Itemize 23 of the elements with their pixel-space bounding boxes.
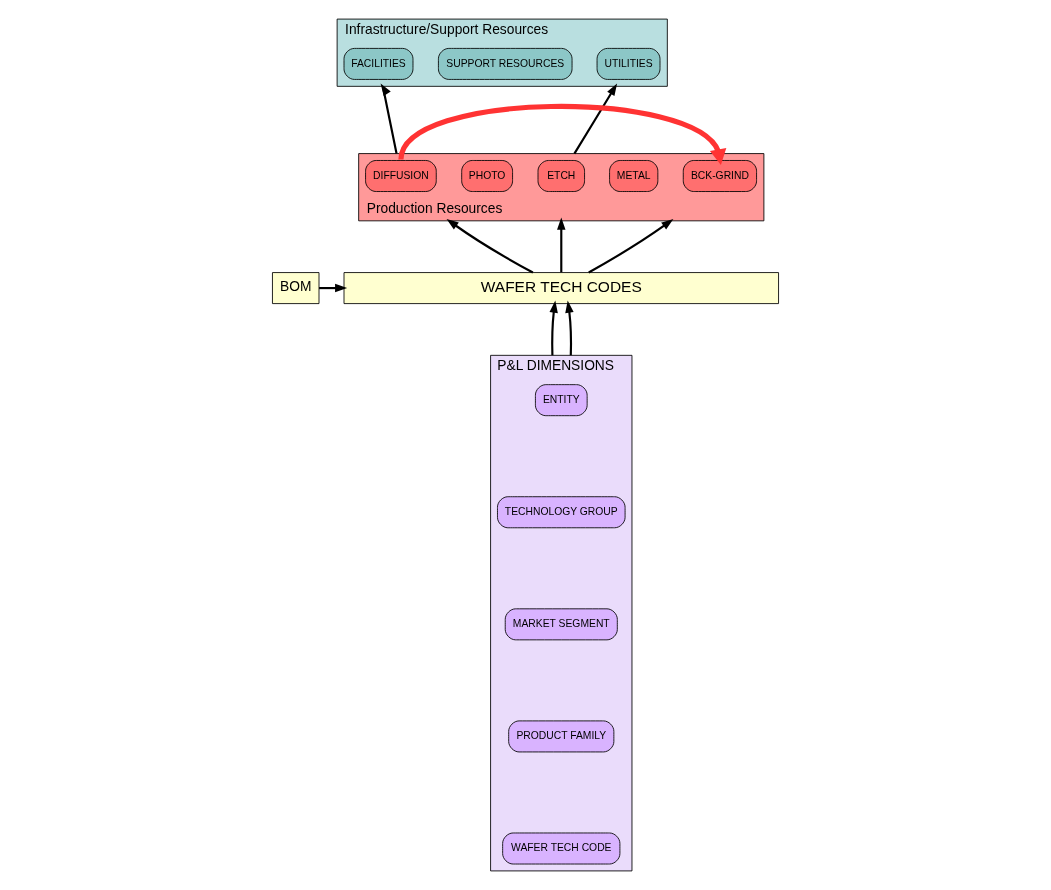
node-box: SUPPORT RESOURCES [438,47,573,80]
node-box: UTILITIES [596,47,661,80]
node-box: METAL [609,160,659,192]
node-box: PRODUCT FAMILY [508,720,615,753]
node-box: WAFER TECH CODES [343,272,779,305]
node-box: ETCH [537,160,585,192]
node-box: TECHNOLOGY GROUP [497,496,626,529]
arrow [446,218,534,274]
node-box: PHOTO [461,160,513,192]
node-box: FACILITIES [343,47,414,80]
arrow [380,83,398,154]
node-box: MARKET SEGMENT [504,608,618,641]
node-box: WAFER TECH CODE [502,832,621,865]
node-box: DIFFUSION [365,160,437,192]
arrow [549,300,558,356]
node-box: ENTITY [535,384,588,417]
node-box: BOM [272,272,320,305]
arrow [557,217,566,273]
arrow [398,103,727,166]
arrow [565,300,574,356]
arrow [573,83,618,155]
node-box: BCK-GRIND [682,160,757,192]
arrow [588,218,674,274]
